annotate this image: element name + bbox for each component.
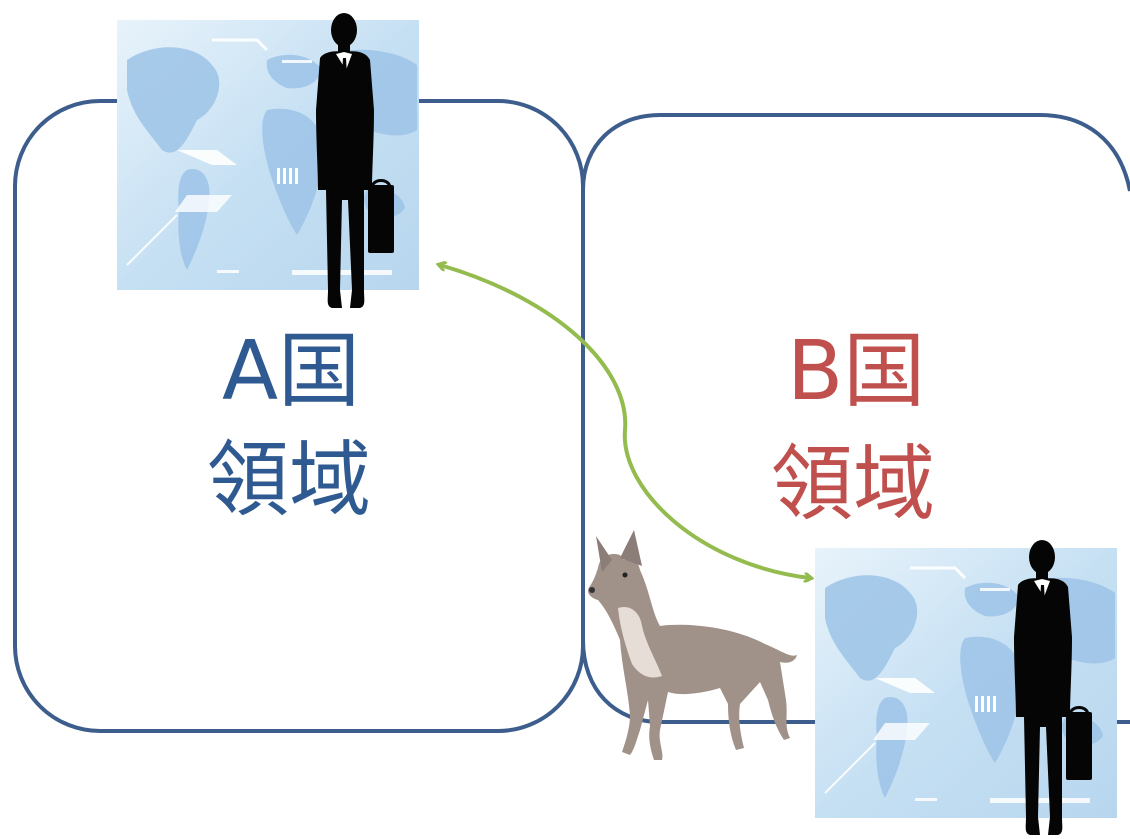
double-arrow-icon [440, 265, 810, 578]
region-a-territory-label: 領域 [207, 440, 371, 522]
region-a-label: A国 [222, 331, 360, 413]
region-b-label: B国 [787, 331, 925, 413]
region-a-name: A国 [222, 324, 361, 419]
region-b-territory-label: 領域 [771, 444, 935, 526]
region-b-territory: 領域 [771, 437, 936, 532]
region-b-frame [581, 113, 1130, 724]
dog-icon [587, 530, 797, 760]
region-b-name: B国 [787, 324, 926, 419]
region-a-territory: 領域 [207, 433, 372, 528]
